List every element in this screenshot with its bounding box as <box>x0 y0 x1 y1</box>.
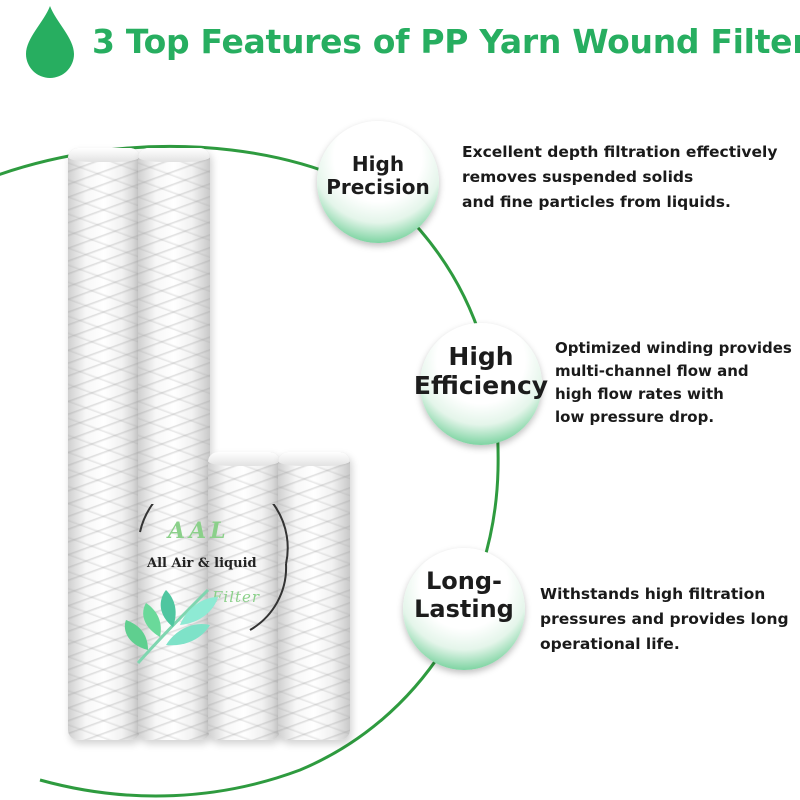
feature-bubble-1: High Precision <box>317 121 439 243</box>
feature-bubble-3: Long- Lasting <box>403 548 525 670</box>
logo-subtitle: Filter <box>212 588 261 606</box>
feature-description-1: Excellent depth filtration effectively r… <box>462 143 778 211</box>
filter-cartridge-tall-1 <box>68 148 140 740</box>
feature-label-3: Long- Lasting <box>414 567 514 623</box>
filter-cartridge-short-2 <box>278 452 350 740</box>
filter-cartridge-short-1 <box>208 452 280 740</box>
feature-description-3: Withstands high filtration pressures and… <box>540 585 789 653</box>
feature-description-2: Optimized winding provides multi-channel… <box>555 339 792 426</box>
leaf-icon <box>124 588 218 664</box>
feature-label-2: High Efficiency <box>413 342 549 400</box>
logo-circle <box>139 504 289 631</box>
feature-label-1: High Precision <box>326 152 430 199</box>
feature-bubble-2: High Efficiency <box>414 323 548 445</box>
page-title: 3 Top Features of PP Yarn Wound Filter <box>92 22 800 61</box>
logo-company-name: All Air & liquid <box>147 556 257 571</box>
logo-mark: AAL <box>168 518 230 544</box>
water-drop-icon <box>26 6 74 78</box>
